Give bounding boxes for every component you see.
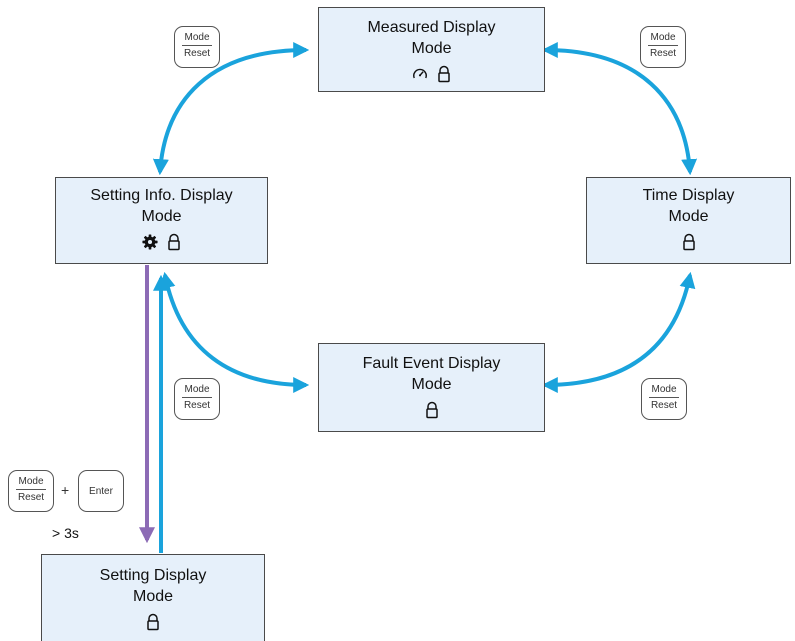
arrow-measured-time (541, 42, 698, 176)
measured-display-mode-box: Measured Display Mode (318, 7, 545, 92)
mode-reset-key: Mode Reset (174, 378, 220, 420)
key-reset-label: Reset (649, 48, 677, 59)
arrow-setting-info-fault (159, 271, 310, 393)
mode-reset-key: Mode Reset (174, 26, 220, 68)
arrow-measured-setting-info (152, 42, 310, 176)
key-mode-label: Mode (184, 384, 210, 395)
mode-reset-key: Mode Reset (640, 26, 686, 68)
key-mode-label: Mode (651, 384, 677, 395)
lock-icon (425, 401, 438, 419)
plus-sign: + (61, 482, 70, 498)
mode-title-line1: Setting Display (99, 567, 207, 584)
lock-icon (147, 613, 159, 631)
mode-title-line2: Mode (141, 208, 182, 225)
mode-reset-key: Mode Reset (641, 378, 687, 420)
key-mode-label: Mode (18, 476, 44, 487)
enter-key-label: Enter (89, 485, 113, 497)
enter-key: Enter (78, 470, 124, 512)
key-mode-label: Mode (650, 32, 676, 43)
lock-icon (167, 233, 180, 251)
key-reset-label: Reset (183, 400, 211, 411)
lock-icon (437, 65, 450, 83)
key-mode-label: Mode (184, 32, 210, 43)
mode-title-line2: Mode (668, 208, 709, 225)
mode-title-line2: Mode (411, 376, 452, 393)
gear-icon (141, 234, 158, 250)
hold-time-label: > 3s (52, 525, 79, 541)
mode-title-line1: Setting Info. Display (90, 187, 233, 204)
setting-info-display-mode-box: Setting Info. Display Mode (55, 177, 268, 264)
mode-title-line2: Mode (411, 40, 452, 57)
mode-title-line1: Time Display (642, 187, 735, 204)
mode-title-line2: Mode (132, 588, 174, 605)
key-reset-label: Reset (183, 48, 211, 59)
lock-icon (682, 233, 695, 251)
key-reset-label: Reset (17, 492, 45, 503)
mode-title-line1: Fault Event Display (362, 355, 501, 372)
mode-title-line1: Measured Display (367, 19, 496, 36)
fault-event-display-mode-box: Fault Event Display Mode (318, 343, 545, 432)
mode-reset-key: Mode Reset (8, 470, 54, 512)
gauge-icon (412, 68, 427, 79)
key-reset-label: Reset (650, 400, 678, 411)
setting-display-mode-box: Setting Display Mode (41, 554, 265, 641)
time-display-mode-box: Time Display Mode (586, 177, 791, 264)
arrow-time-fault (541, 271, 696, 393)
